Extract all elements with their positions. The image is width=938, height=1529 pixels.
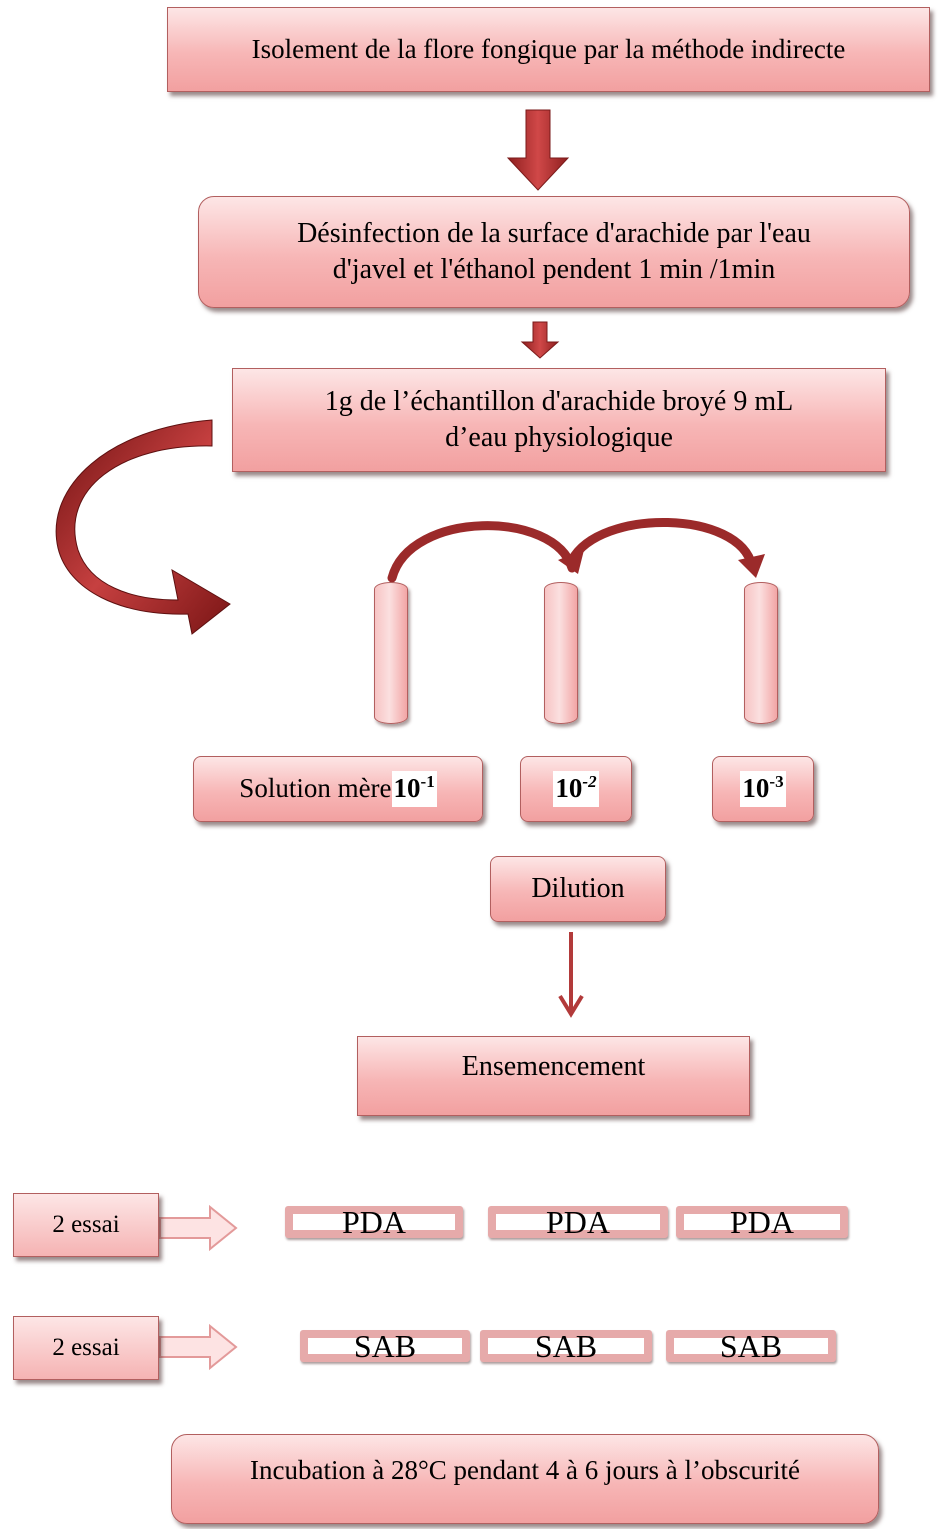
down-arrow-1 xyxy=(506,109,570,191)
dilution-value-2: 10-2 xyxy=(553,771,599,807)
dilution-value-3: 10-3 xyxy=(740,771,786,807)
pda-plate-3: PDA xyxy=(676,1206,848,1238)
sab-plate-2: SAB xyxy=(480,1330,652,1362)
test-tube-1 xyxy=(374,582,408,724)
dilution-label-1: Solution mère 10-1 xyxy=(193,756,483,822)
step-seeding-text: Ensemencement xyxy=(461,1051,646,1082)
dilution-value-1: 10-1 xyxy=(391,771,437,807)
pda-plate-1: PDA xyxy=(285,1206,463,1238)
trial-box-1: 2 essai xyxy=(13,1193,159,1257)
sab-plate-3: SAB xyxy=(666,1330,836,1362)
sab-plate-1: SAB xyxy=(300,1330,470,1362)
pda-plate-2: PDA xyxy=(488,1206,668,1238)
dilution-label-3: 10-3 xyxy=(712,756,814,822)
dilution-label-2: 10-2 xyxy=(520,756,632,822)
step-seeding-box: Ensemencement xyxy=(357,1036,750,1116)
down-arrow-2 xyxy=(520,321,560,359)
curved-arrow-left xyxy=(55,419,231,635)
step-disinfection-line2: d'javel et l'éthanol pendent 1 min /1min xyxy=(332,254,776,285)
step-isolation-box: Isolement de la flore fongique par la mé… xyxy=(167,7,930,92)
test-tube-2 xyxy=(544,582,578,724)
step-disinfection-line1: Désinfection de la surface d'arachide pa… xyxy=(297,217,811,249)
step-dilution-text: Dilution xyxy=(531,872,625,904)
step-dilution-box: Dilution xyxy=(490,856,666,922)
step-incubation-text: Incubation à 28°C pendant 4 à 6 jours à … xyxy=(250,1455,800,1485)
test-tube-3 xyxy=(744,582,778,724)
step-sample-line1: 1g de l’échantillon d'arachide broyé 9 m… xyxy=(324,385,794,417)
trial-label-1: 2 essai xyxy=(52,1211,120,1238)
trial-box-2: 2 essai xyxy=(13,1316,159,1380)
arc-arrow-1 xyxy=(387,521,577,583)
arc-arrow-2 xyxy=(567,517,757,571)
step-incubation-box: Incubation à 28°C pendant 4 à 6 jours à … xyxy=(171,1434,879,1524)
step-sample-box: 1g de l’échantillon d'arachide broyé 9 m… xyxy=(232,368,886,472)
right-arrow-trial-2 xyxy=(159,1323,238,1371)
step-disinfection-box: Désinfection de la surface d'arachide pa… xyxy=(198,196,910,308)
dilution-prefix-1: Solution mère xyxy=(239,773,392,804)
step-sample-line2: d’eau physiologique xyxy=(445,422,673,453)
step-isolation-text: Isolement de la flore fongique par la mé… xyxy=(251,33,846,64)
trial-label-2: 2 essai xyxy=(52,1334,120,1361)
right-arrow-trial-1 xyxy=(159,1204,238,1252)
